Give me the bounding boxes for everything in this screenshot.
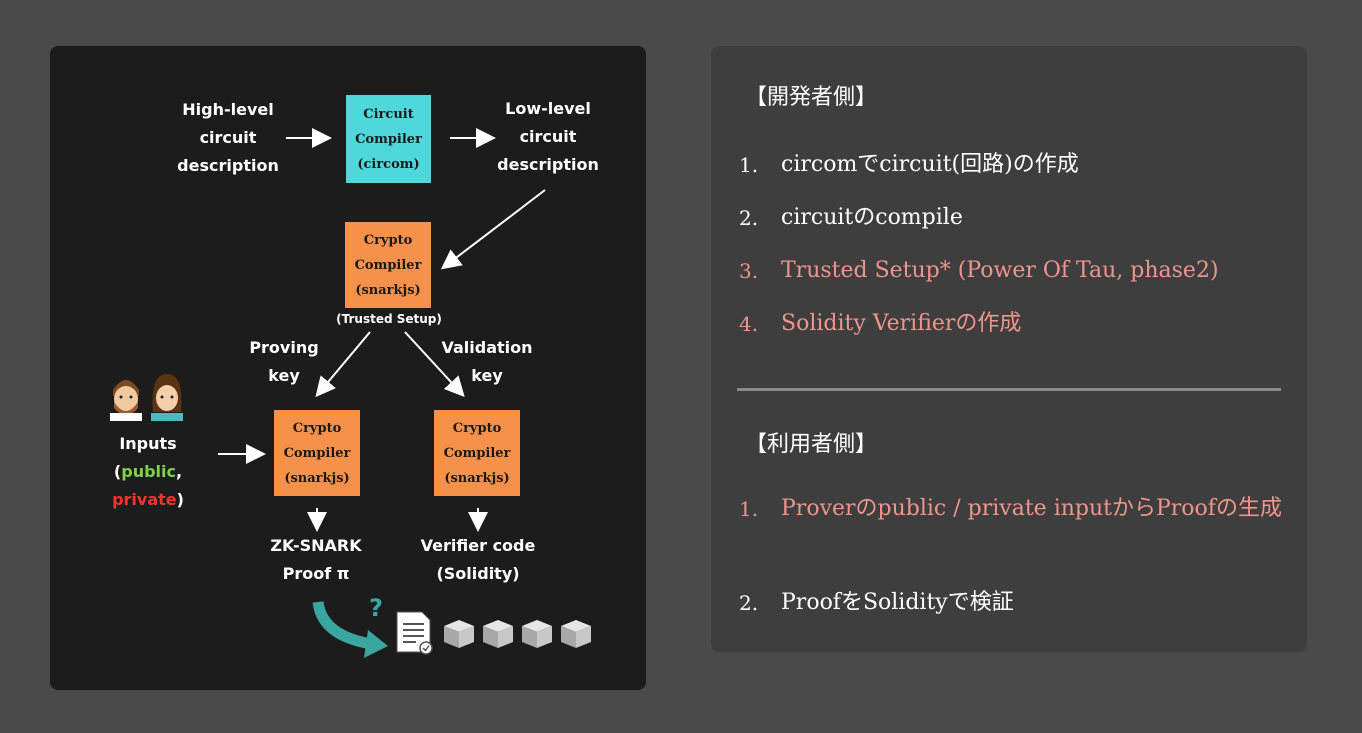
- notes-panel: 【開発者側】 1. circomでcircuit(回路)の作成 2. circu…: [711, 46, 1307, 652]
- crypto-compiler-prover-box: Crypto Compiler (snarkjs): [274, 410, 360, 496]
- inputs-visibility: (public, private): [112, 462, 184, 509]
- circuit-compiler-box: Circuit Compiler (circom): [346, 95, 431, 183]
- developer-item-4: 4. Solidity Verifierの作成: [739, 311, 1022, 336]
- arrow-low-to-crypto-compiler: [440, 189, 546, 270]
- proving-key-label: Proving key: [249, 338, 319, 385]
- zk-snark-proof-label: ZK-SNARK Proof π: [270, 536, 362, 583]
- inputs-label: Inputs (public, private): [78, 430, 218, 514]
- section-divider: [737, 388, 1281, 391]
- developer-item-3: 3. Trusted Setup* (Power Of Tau, phase2): [739, 258, 1219, 283]
- trusted-setup-label: (Trusted Setup): [336, 312, 442, 326]
- male-avatar-icon: [108, 374, 144, 421]
- low-level-description: Low-level circuit description: [497, 99, 599, 174]
- document-check-icon: [396, 611, 433, 655]
- user-item-1: 1. Proverのpublic / private inputからProofの…: [739, 496, 1282, 521]
- user-heading: 【利用者側】: [745, 432, 878, 457]
- blockchain-blocks-icon: [444, 620, 591, 648]
- zk-snark-flow-diagram: High-level circuit description Circuit C…: [50, 46, 646, 690]
- female-avatar-icon: [148, 374, 186, 421]
- developer-heading: 【開発者側】: [745, 85, 878, 110]
- developer-item-2: 2. circuitのcompile: [739, 205, 963, 230]
- question-mark: ?: [369, 594, 383, 622]
- curved-arrow-icon: [312, 600, 373, 650]
- crypto-compiler-verifier-box: Crypto Compiler (snarkjs): [434, 410, 520, 496]
- validation-key-label: Validation key: [441, 338, 533, 385]
- arrow-proving-key: [315, 331, 371, 398]
- developer-item-1: 1. circomでcircuit(回路)の作成: [739, 152, 1079, 177]
- user-item-2: 2. ProofをSolidityで検証: [739, 590, 1014, 615]
- arrow-validation-key: [404, 331, 465, 397]
- high-level-description: High-level circuit description: [177, 100, 279, 175]
- diagram-arrows: [108, 128, 591, 658]
- crypto-compiler-trusted-setup-box: Crypto Compiler (snarkjs): [345, 222, 431, 308]
- verifier-code-label: Verifier code (Solidity): [420, 536, 536, 583]
